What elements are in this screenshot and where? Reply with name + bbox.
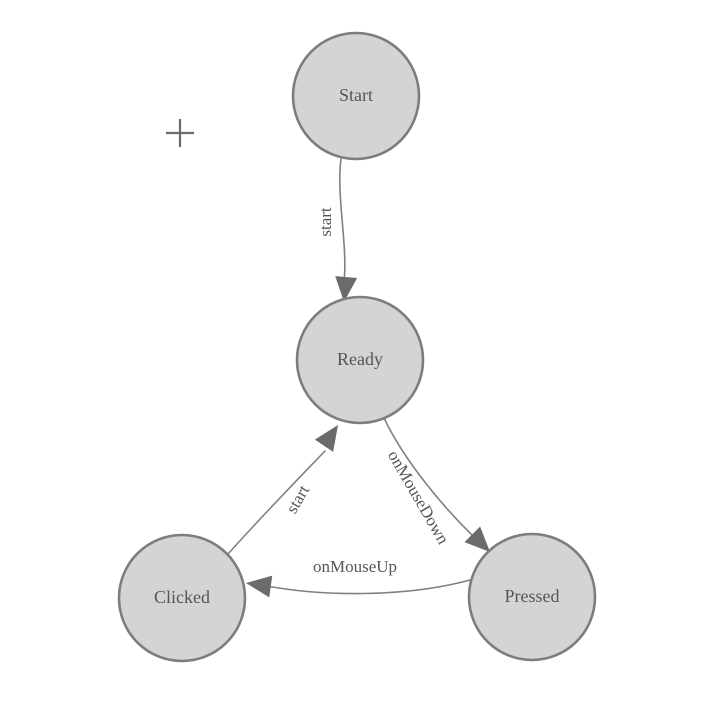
edge-line <box>383 417 476 539</box>
edge-arrowhead <box>246 575 273 598</box>
edge-clicked-to-ready[interactable]: start <box>227 419 347 555</box>
node-circle[interactable] <box>295 295 425 425</box>
state-node-ready[interactable]: Ready <box>295 295 425 425</box>
edge-line <box>227 450 326 555</box>
edge-line <box>266 579 471 595</box>
edge-label-start-to-ready: start <box>316 207 335 237</box>
state-node-start[interactable]: Start <box>291 31 421 161</box>
crosshair-marker[interactable] <box>166 119 194 147</box>
node-circle[interactable] <box>467 532 597 662</box>
state-node-pressed[interactable]: Pressed <box>467 532 597 662</box>
node-circle[interactable] <box>291 31 421 161</box>
edge-label-clicked-to-ready: start <box>282 482 313 517</box>
edge-start-to-ready[interactable]: start <box>316 158 358 303</box>
edge-line <box>338 158 346 283</box>
edge-pressed-to-clicked[interactable]: onMouseUp <box>244 557 471 598</box>
edge-arrowhead <box>464 526 490 552</box>
edge-ready-to-pressed[interactable]: onMouseDown <box>383 417 498 560</box>
edge-arrowhead <box>314 425 338 452</box>
state-node-clicked[interactable]: Clicked <box>117 533 247 663</box>
edge-arrowhead <box>335 276 358 302</box>
edge-label-ready-to-pressed: onMouseDown <box>384 447 453 548</box>
edge-label-pressed-to-clicked: onMouseUp <box>313 557 397 576</box>
node-circle[interactable] <box>117 533 247 663</box>
markers-layer <box>166 119 194 147</box>
